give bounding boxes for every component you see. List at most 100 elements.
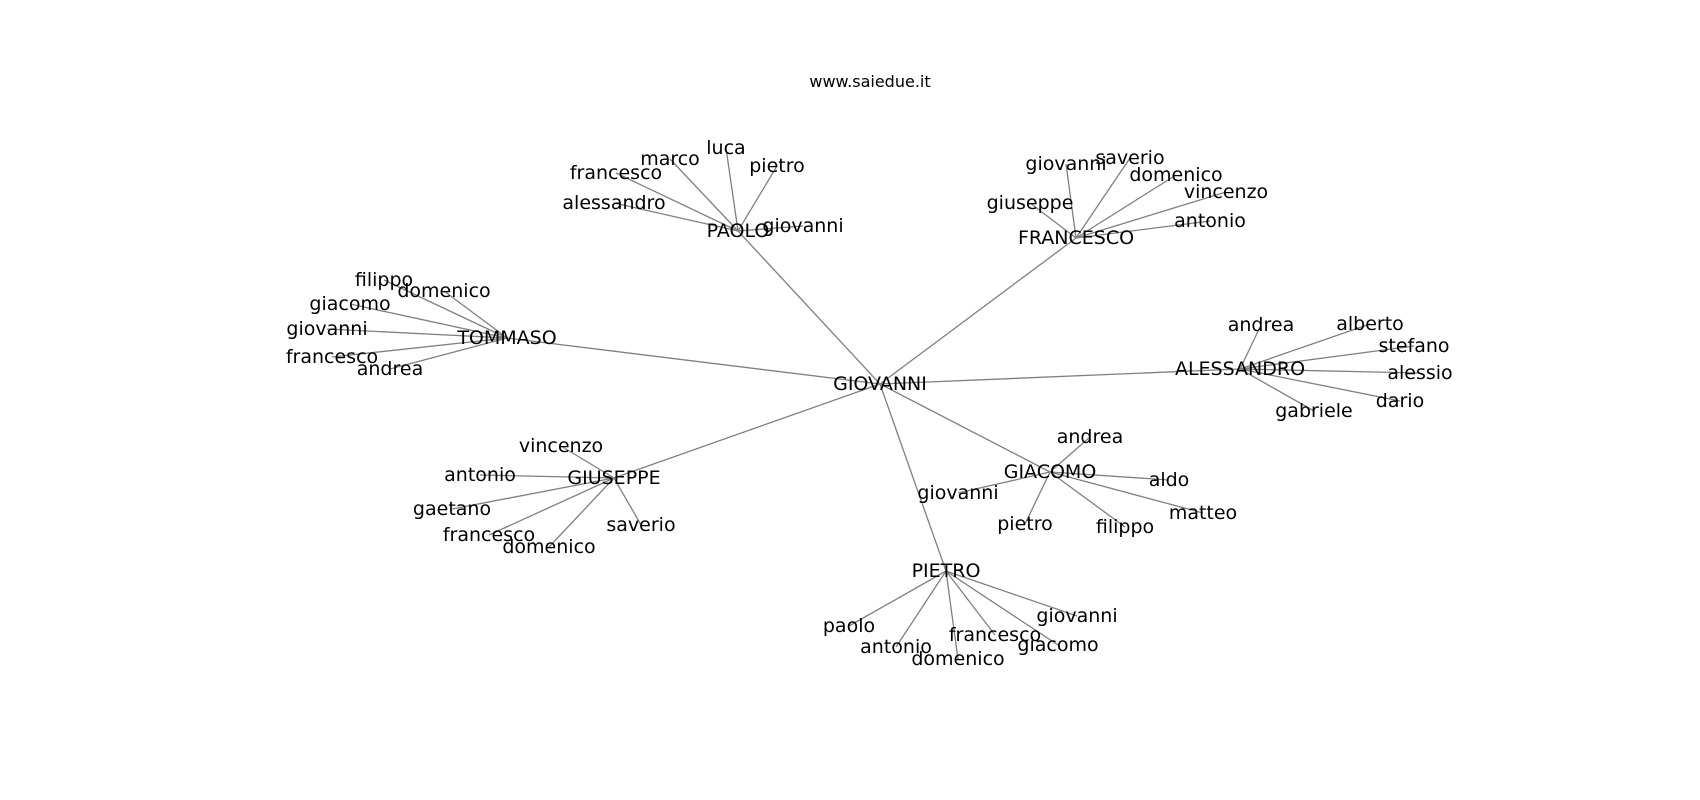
group-node-giuseppe: GIUSEPPE xyxy=(567,467,660,489)
leaf-node-francesco-saverio: saverio xyxy=(1095,147,1164,169)
edge-giacomo-filippo xyxy=(1049,471,1126,528)
edge-pietro-francesco xyxy=(945,570,996,636)
edge-paolo-marco xyxy=(669,158,739,232)
leaf-node-tommaso-andrea: andrea xyxy=(357,358,423,380)
edge-paolo-luca xyxy=(725,147,739,232)
leaf-node-giacomo-pietro: pietro xyxy=(997,513,1053,535)
edge-giuseppe-vincenzo xyxy=(560,445,615,479)
edge-alessandro-dario xyxy=(1239,368,1401,402)
edge-tommaso-andrea xyxy=(389,337,508,370)
edge-giacomo-pietro xyxy=(1024,471,1051,525)
leaf-node-giuseppe-antonio: antonio xyxy=(444,464,516,486)
group-node-alessandro: ALESSANDRO xyxy=(1175,358,1305,380)
edge-paolo-alessandro xyxy=(613,202,739,232)
leaf-node-alessandro-dario: dario xyxy=(1376,390,1424,412)
leaf-node-paolo-pietro: pietro xyxy=(749,155,805,177)
edge-alessandro-alessio xyxy=(1239,368,1421,374)
edge-francesco-domenico xyxy=(1075,174,1177,239)
group-node-francesco: FRANCESCO xyxy=(1018,227,1134,249)
leaf-node-tommaso-filippo: filippo xyxy=(355,269,413,291)
leaf-node-francesco-giuseppe: giuseppe xyxy=(987,192,1074,214)
leaf-node-tommaso-francesco: francesco xyxy=(286,346,378,368)
leaf-node-alessandro-andrea: andrea xyxy=(1228,314,1294,336)
edge-alessandro-alberto xyxy=(1239,323,1371,370)
leaf-node-pietro-domenico: domenico xyxy=(911,648,1004,670)
leaf-node-giuseppe-gaetano: gaetano xyxy=(413,498,491,520)
edge-root-giuseppe xyxy=(613,383,881,479)
edge-giuseppe-antonio xyxy=(479,474,615,479)
leaf-node-tommaso-giacomo: giacomo xyxy=(309,293,390,315)
leaf-node-pietro-giovanni: giovanni xyxy=(1036,605,1117,627)
leaf-node-francesco-vincenzo: vincenzo xyxy=(1184,181,1268,203)
leaf-node-alessandro-alberto: alberto xyxy=(1336,313,1404,335)
edge-root-tommaso xyxy=(506,337,881,385)
edge-giacomo-giovanni xyxy=(957,471,1051,494)
leaf-node-giacomo-filippo: filippo xyxy=(1096,516,1154,538)
edge-tommaso-filippo xyxy=(383,279,508,339)
edge-pietro-paolo xyxy=(848,570,947,627)
leaf-node-francesco-antonio: antonio xyxy=(1174,210,1246,232)
leaf-node-pietro-giacomo: giacomo xyxy=(1017,634,1098,656)
leaf-node-paolo-giovanni: giovanni xyxy=(762,215,843,237)
edge-root-alessandro xyxy=(879,368,1241,385)
group-node-tommaso: TOMMASO xyxy=(456,327,556,349)
leaf-node-tommaso-giovanni: giovanni xyxy=(286,318,367,340)
edge-alessandro-stefano xyxy=(1239,345,1415,370)
edge-giacomo-andrea xyxy=(1049,436,1091,473)
edge-giacomo-matteo xyxy=(1049,471,1204,514)
edge-pietro-giovanni xyxy=(945,570,1078,617)
edge-francesco-giovanni xyxy=(1065,163,1077,239)
leaf-node-alessandro-stefano: stefano xyxy=(1378,335,1449,357)
leaf-node-alessandro-alessio: alessio xyxy=(1387,362,1452,384)
leaf-node-francesco-domenico: domenico xyxy=(1129,164,1222,186)
edge-giuseppe-domenico xyxy=(548,477,615,548)
leaf-node-giacomo-giovanni: giovanni xyxy=(917,482,998,504)
leaf-node-paolo-luca: luca xyxy=(706,137,745,159)
edge-pietro-domenico xyxy=(945,570,959,660)
leaf-node-giacomo-matteo: matteo xyxy=(1169,502,1237,524)
group-node-giacomo: GIACOMO xyxy=(1004,461,1097,483)
edge-alessandro-gabriele xyxy=(1239,368,1315,412)
leaf-node-giuseppe-francesco: francesco xyxy=(443,524,535,546)
edge-giuseppe-francesco xyxy=(488,477,615,536)
edge-tommaso-giovanni xyxy=(326,328,508,339)
edge-paolo-pietro xyxy=(737,165,778,232)
edge-francesco-saverio xyxy=(1075,157,1131,239)
edge-layer xyxy=(326,147,1421,660)
site-title: www.saiedue.it xyxy=(809,72,931,91)
leaf-node-giacomo-andrea: andrea xyxy=(1057,426,1123,448)
group-node-paolo: PAOLO xyxy=(707,220,770,242)
edge-root-paolo xyxy=(737,230,881,385)
label-layer: GIOVANNI PAOLO luca marco pietro francesco ale… xyxy=(286,137,1453,670)
leaf-node-giuseppe-saverio: saverio xyxy=(606,514,675,536)
group-node-pietro: PIETRO xyxy=(912,560,981,582)
edge-root-pietro xyxy=(879,383,947,572)
edge-tommaso-giacomo xyxy=(349,303,508,339)
edge-paolo-francesco xyxy=(615,172,739,232)
edge-pietro-antonio xyxy=(895,570,947,648)
edge-giuseppe-saverio xyxy=(613,477,642,526)
edge-francesco-vincenzo xyxy=(1075,191,1227,239)
leaf-node-giacomo-aldo: aldo xyxy=(1149,469,1190,491)
edge-root-francesco xyxy=(879,237,1077,385)
edge-paolo-giovanni xyxy=(737,225,804,232)
leaf-node-paolo-marco: marco xyxy=(640,148,700,170)
edge-giacomo-aldo xyxy=(1049,471,1170,481)
leaf-node-giuseppe-domenico: domenico xyxy=(502,536,595,558)
edge-francesco-antonio xyxy=(1075,220,1211,239)
leaf-node-pietro-antonio: antonio xyxy=(860,636,932,658)
root-node-label: GIOVANNI xyxy=(833,373,927,395)
edge-pietro-giacomo xyxy=(945,570,1059,646)
edge-tommaso-domenico xyxy=(443,290,508,339)
leaf-node-giuseppe-vincenzo: vincenzo xyxy=(519,435,603,457)
edge-francesco-giuseppe xyxy=(1029,202,1077,239)
leaf-node-alessandro-gabriele: gabriele xyxy=(1275,400,1353,422)
edge-alessandro-andrea xyxy=(1239,324,1262,370)
edge-root-giacomo xyxy=(879,383,1051,473)
leaf-node-francesco-giovanni: giovanni xyxy=(1025,153,1106,175)
leaf-node-paolo-francesco: francesco xyxy=(570,162,662,184)
leaf-node-tommaso-domenico: domenico xyxy=(397,280,490,302)
leaf-node-paolo-alessandro: alessandro xyxy=(562,192,665,214)
leaf-node-pietro-paolo: paolo xyxy=(823,615,875,637)
